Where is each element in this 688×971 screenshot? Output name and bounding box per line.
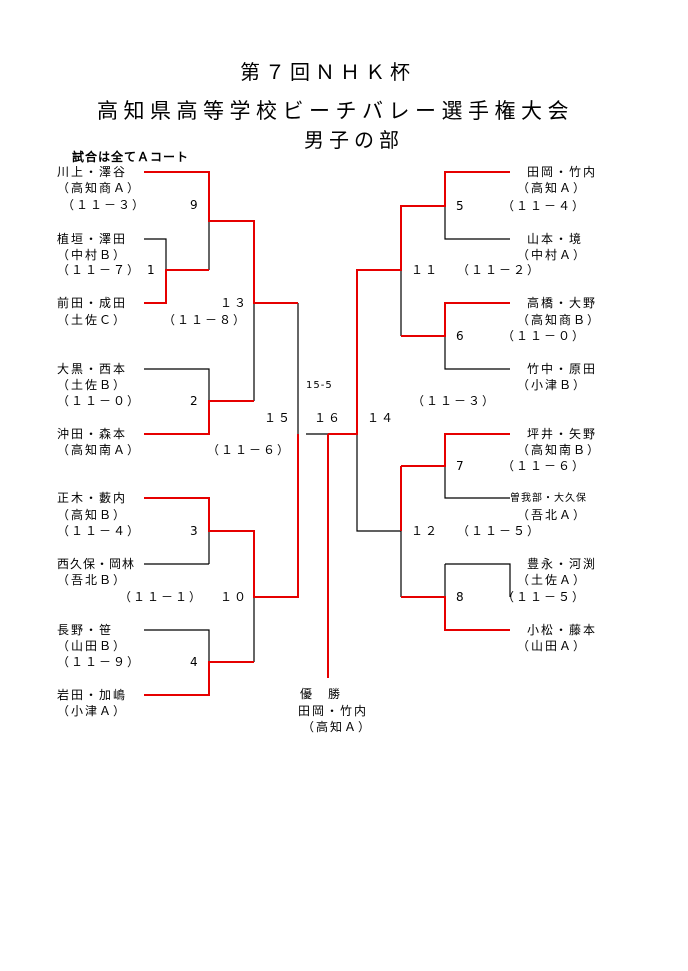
team-school: （小津Ａ） — [57, 704, 128, 718]
final-score: 15-5 — [306, 380, 333, 391]
champion-name: 田岡・竹内 — [298, 704, 369, 718]
match-13-number: １３ — [220, 296, 249, 310]
team-school: （高知商Ａ） — [57, 181, 142, 195]
match-6-number: 6 — [456, 329, 466, 343]
team-school: （高知商Ｂ） — [517, 313, 602, 327]
team-name: 川上・澤谷 — [57, 165, 128, 179]
match-10-score: （１１－１） — [119, 590, 204, 604]
champion-label: 優 勝 — [300, 687, 343, 701]
match-3-score: （１１－４） — [57, 524, 142, 538]
team-school: （吾北Ａ） — [517, 508, 588, 522]
subtitle: 高知県高等学校ビーチバレー選手権大会 — [97, 99, 574, 123]
team-name: 豊永・河渕 — [527, 557, 598, 571]
team-school: （山田Ａ） — [517, 639, 588, 653]
match-15-number: １５ — [264, 411, 293, 425]
match-6-score: （１１－０） — [502, 329, 587, 343]
team-name: 竹中・原田 — [527, 362, 598, 376]
team-school: （高知Ｂ） — [57, 508, 128, 522]
team-school: （高知南Ａ） — [57, 443, 142, 457]
court-note: 試合は全てＡコート — [72, 150, 190, 164]
team-name: 西久保・岡林 — [57, 557, 136, 571]
match-14-score: （１１－３） — [412, 394, 497, 408]
match-2-number: 2 — [190, 394, 200, 408]
team-name: 岩田・加嶋 — [57, 688, 128, 702]
match-4-score: （１１－９） — [57, 655, 142, 669]
team-name: 坪井・矢野 — [527, 427, 598, 441]
team-school: （高知Ａ） — [517, 181, 588, 195]
team-school: （土佐Ｃ） — [57, 313, 128, 327]
match-4-number: 4 — [190, 655, 200, 669]
match-8-score: （１１－５） — [502, 590, 587, 604]
match-8-number: 8 — [456, 590, 466, 604]
match-7-score: （１１－６） — [502, 459, 587, 473]
match-15-score: （１１－６） — [207, 443, 292, 457]
match-3-number: 3 — [190, 524, 200, 538]
team-school: （高知南Ｂ） — [517, 443, 602, 457]
team-school: （吾北Ｂ） — [57, 573, 128, 587]
match-11-score: （１１－２） — [457, 263, 542, 277]
match-9-number: 9 — [190, 198, 200, 212]
division: 男子の部 — [304, 128, 404, 152]
team-name: 前田・成田 — [57, 296, 128, 310]
team-name: 大黒・西本 — [57, 362, 128, 376]
match-12-number: １２ — [411, 524, 440, 538]
final-number: １６ — [314, 411, 343, 425]
team-name: 植垣・澤田 — [57, 232, 128, 246]
team-name: 高橋・大野 — [527, 296, 598, 310]
match-5-score: （１１－４） — [502, 199, 587, 213]
team-school: （中村Ａ） — [517, 248, 588, 262]
match-11-number: １１ — [411, 263, 440, 277]
match-10-number: １０ — [220, 590, 249, 604]
match-12-score: （１１－５） — [457, 524, 542, 538]
team-school: （土佐Ａ） — [517, 573, 588, 587]
team-name: 曽我部・大久保 — [510, 493, 587, 504]
team-name: 小松・藤本 — [527, 623, 598, 637]
title: 第７回ＮＨＫ杯 — [240, 60, 415, 84]
match-13-score: （１１－８） — [163, 313, 248, 327]
match-1-score: （１１－７） — [57, 263, 142, 277]
match-9-score: （１１－３） — [62, 198, 147, 212]
team-school: （小津Ｂ） — [517, 378, 588, 392]
match-2-score: （１１－０） — [57, 394, 142, 408]
team-name: 田岡・竹内 — [527, 165, 598, 179]
team-school: （中村Ｂ） — [57, 248, 128, 262]
match-7-number: 7 — [456, 459, 466, 473]
team-name: 長野・笹 — [57, 623, 114, 637]
team-name: 沖田・森本 — [57, 427, 128, 441]
team-school: （土佐Ｂ） — [57, 378, 128, 392]
team-name: 山本・境 — [527, 232, 584, 246]
champion-school: （高知Ａ） — [302, 720, 373, 734]
team-school: （山田Ｂ） — [57, 639, 128, 653]
match-5-number: 5 — [456, 199, 466, 213]
match-1-number: 1 — [147, 263, 157, 277]
match-14-number: １４ — [367, 411, 396, 425]
team-name: 正木・藪内 — [57, 491, 128, 505]
